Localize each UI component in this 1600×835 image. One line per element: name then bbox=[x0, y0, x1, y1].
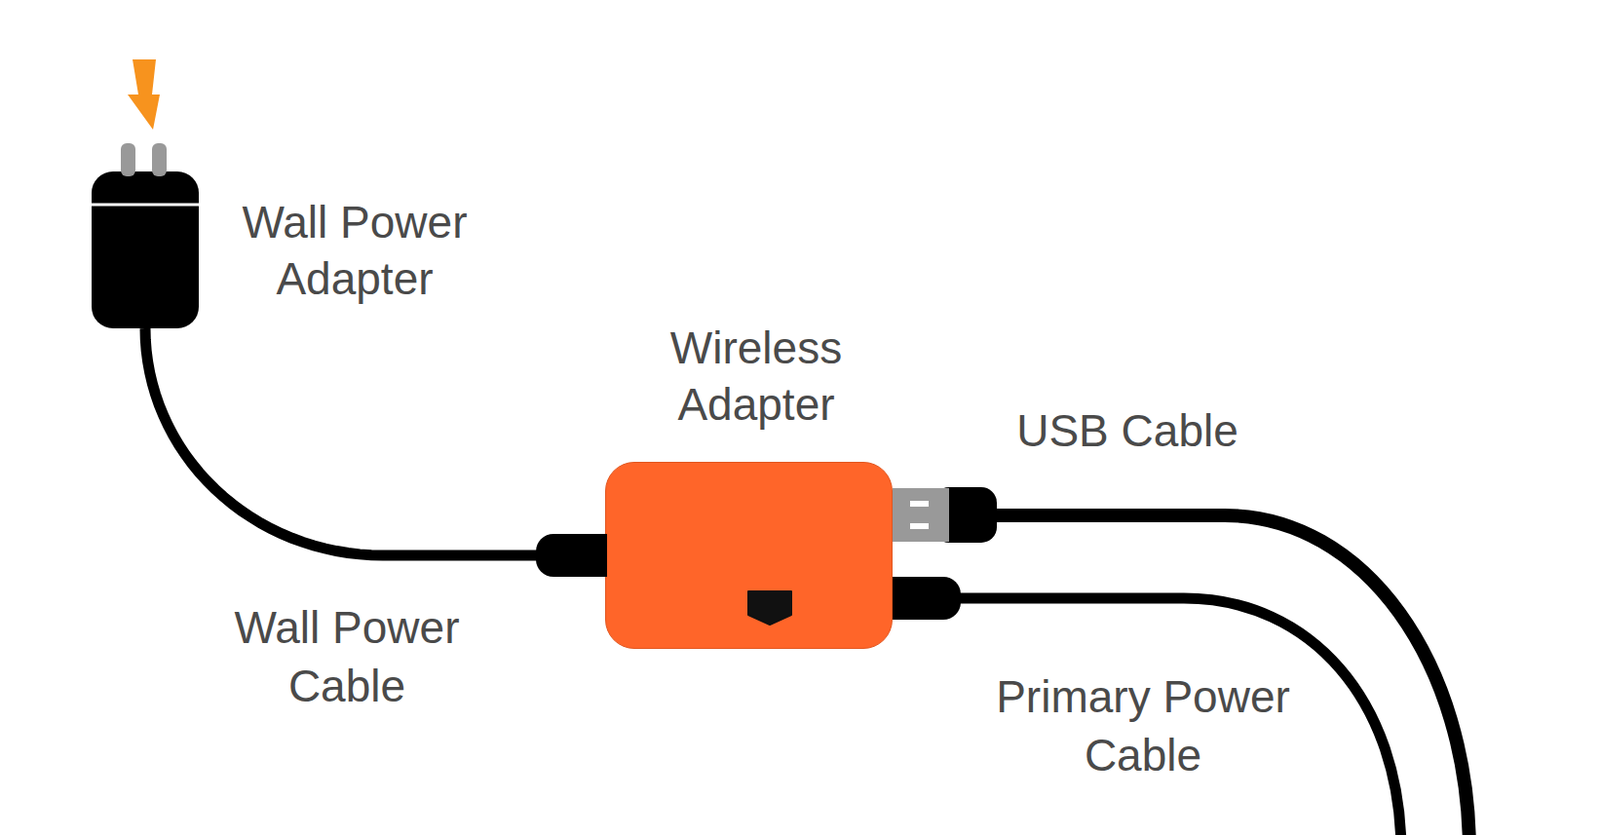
lightning-bolt bbox=[127, 59, 160, 130]
cable-boot bbox=[914, 576, 961, 620]
cable-boot bbox=[565, 533, 608, 577]
node-label: Wall Power Adapter bbox=[223, 193, 487, 307]
usb-boot bbox=[933, 487, 997, 543]
usb-slot bbox=[910, 523, 929, 530]
wall-power-adapter: Wall Power Adapter bbox=[91, 171, 199, 329]
primary-power-cable bbox=[950, 598, 1402, 835]
wireless-adapter-box: Wireless Adapter bbox=[605, 461, 893, 649]
cable-boot bbox=[535, 533, 587, 577]
usb-slot bbox=[910, 500, 929, 507]
cable-label: Wall Power Cable bbox=[215, 598, 479, 716]
cable-boot bbox=[892, 576, 934, 620]
cable-label: Primary Power Cable bbox=[967, 667, 1319, 785]
power-cable bbox=[145, 328, 606, 556]
node-label: Wireless Adapter bbox=[624, 319, 888, 433]
cable-label: USB Cable bbox=[981, 402, 1274, 459]
usb-plug bbox=[892, 488, 950, 542]
